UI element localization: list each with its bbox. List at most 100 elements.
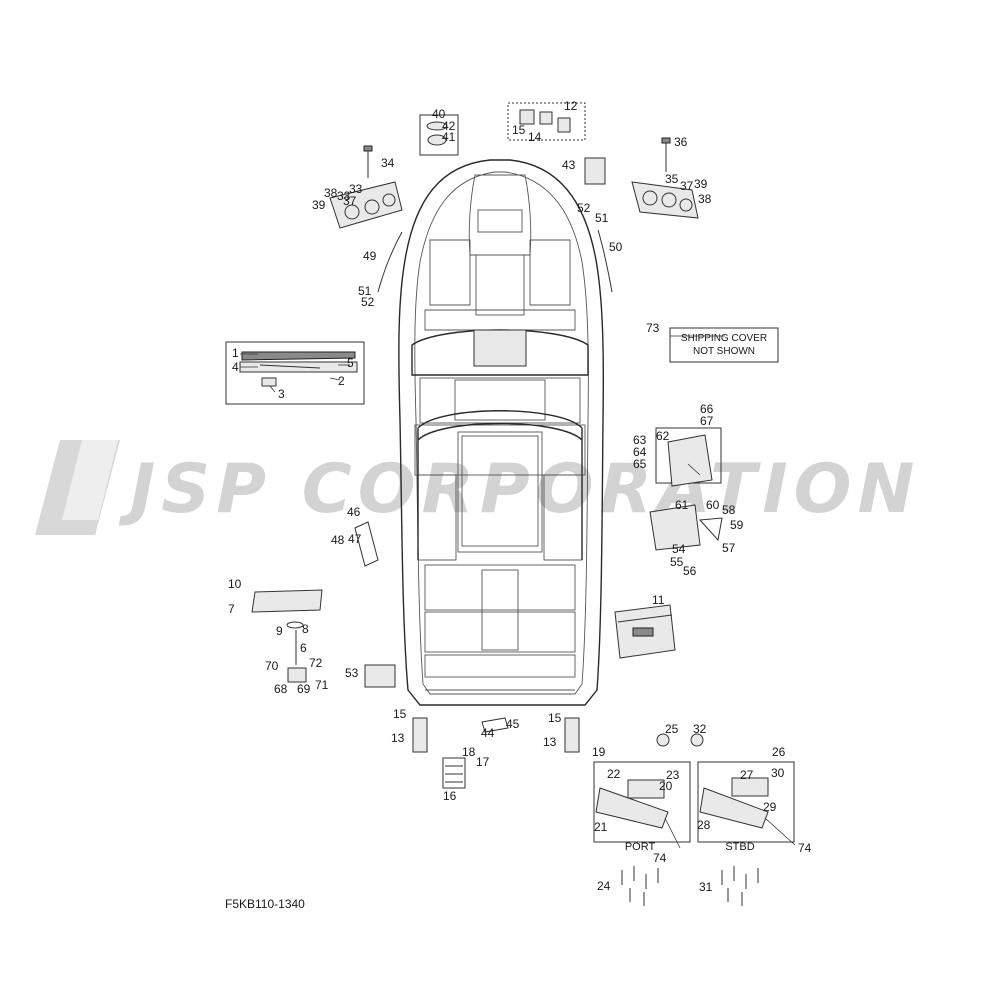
callout: 2 (338, 374, 345, 388)
callout: 30 (771, 766, 785, 780)
callout: 37 (680, 179, 694, 193)
callout: 15 (393, 707, 407, 721)
port-label: PORT (625, 841, 656, 853)
callout: 52 (361, 295, 375, 309)
callout: 65 (633, 457, 647, 471)
callout: 33 (349, 182, 363, 196)
callout: 40 (432, 107, 446, 121)
cleat-left (412, 717, 428, 753)
grab-rail-right (597, 229, 613, 293)
callout: 71 (315, 678, 329, 692)
callout: 72 (309, 656, 323, 670)
callout: 59 (730, 518, 744, 532)
knob-32 (690, 733, 704, 747)
storage-cover-box (649, 427, 723, 551)
callout: 18 (462, 745, 476, 759)
cup-holder-part (419, 114, 459, 156)
callout: 15 (548, 711, 562, 725)
callout: 31 (699, 880, 713, 894)
callout: 70 (265, 659, 279, 673)
speaker-bezel-right (631, 137, 699, 219)
callout: 4 (232, 360, 239, 374)
trim-strip-box (225, 341, 365, 405)
callout: 62 (656, 429, 670, 443)
callout: 56 (683, 564, 697, 578)
hinge-part (481, 717, 509, 733)
ladder-part (442, 757, 466, 789)
light-bar-part (251, 589, 323, 683)
callout: 7 (228, 602, 235, 616)
callout: 3 (278, 387, 285, 401)
callout: 58 (722, 503, 736, 517)
callout: 66 (700, 402, 714, 416)
callout: 52 (577, 201, 591, 215)
callout: 55 (670, 555, 684, 569)
callout: 48 (331, 533, 345, 547)
switch-panel-part (507, 102, 586, 141)
callout: 20 (659, 779, 673, 793)
callout: 69 (297, 682, 311, 696)
callout: 6 (300, 641, 307, 655)
callout: 42 (442, 119, 456, 133)
callout: 29 (763, 800, 777, 814)
shipping-note-line1: SHIPPING COVER (681, 333, 767, 344)
callout: 23 (666, 768, 680, 782)
handle-part (354, 521, 379, 567)
port-tab-box: PORT (593, 761, 691, 853)
grab-rail-left (377, 231, 403, 293)
callout: 51 (358, 284, 372, 298)
callout: 14 (528, 130, 542, 144)
callout: 39 (694, 177, 708, 191)
callout: 63 (633, 433, 647, 447)
callout: 28 (697, 818, 711, 832)
callout: 11 (652, 593, 665, 607)
callout: 1 (232, 346, 239, 360)
callout: 8 (302, 622, 309, 636)
callout: 64 (633, 445, 647, 459)
speaker-bezel-left (329, 145, 403, 229)
screw-set-24 (621, 866, 659, 906)
callout: 13 (391, 731, 405, 745)
watermark-text: JSP CORPORATION (118, 450, 920, 529)
callout: 36 (674, 135, 688, 149)
callout: 33 (337, 189, 351, 203)
cooler-part (614, 604, 676, 659)
callout: 53 (345, 666, 359, 680)
callout: 38 (324, 186, 338, 200)
callout: 13 (543, 735, 557, 749)
callout: 45 (506, 717, 520, 731)
callout: 67 (700, 414, 714, 428)
cleat-right (564, 717, 580, 753)
callout: 47 (348, 532, 362, 546)
callout: 17 (476, 755, 490, 769)
callout: 37 (343, 194, 357, 208)
stbd-tab-box: STBD (697, 761, 795, 853)
callout: 57 (722, 541, 736, 555)
callout: 27 (740, 768, 754, 782)
callout: 22 (607, 767, 621, 781)
callout: 9 (276, 624, 283, 638)
callout: 16 (443, 789, 457, 803)
callout: 39 (312, 198, 326, 212)
shipping-note-line2: NOT SHOWN (693, 346, 755, 357)
callout: 15 (512, 123, 526, 137)
callout: 54 (672, 542, 686, 556)
callout: 68 (274, 682, 288, 696)
callout: 25 (665, 722, 679, 736)
watermark-logo: JSP CORPORATION (35, 440, 920, 535)
drawing-code: F5KB110-1340 (225, 897, 305, 911)
bracket-part-43 (584, 157, 606, 185)
boat-hull (398, 159, 605, 706)
callout: 5 (347, 356, 354, 370)
callout: 61 (675, 498, 689, 512)
callout: 21 (594, 820, 608, 834)
callout: 38 (698, 192, 712, 206)
callout: 19 (592, 745, 606, 759)
callout: 12 (564, 99, 578, 113)
callout: 49 (363, 249, 377, 263)
callout: 34 (381, 156, 395, 170)
callout: 32 (693, 722, 707, 736)
callout: 43 (562, 158, 576, 172)
